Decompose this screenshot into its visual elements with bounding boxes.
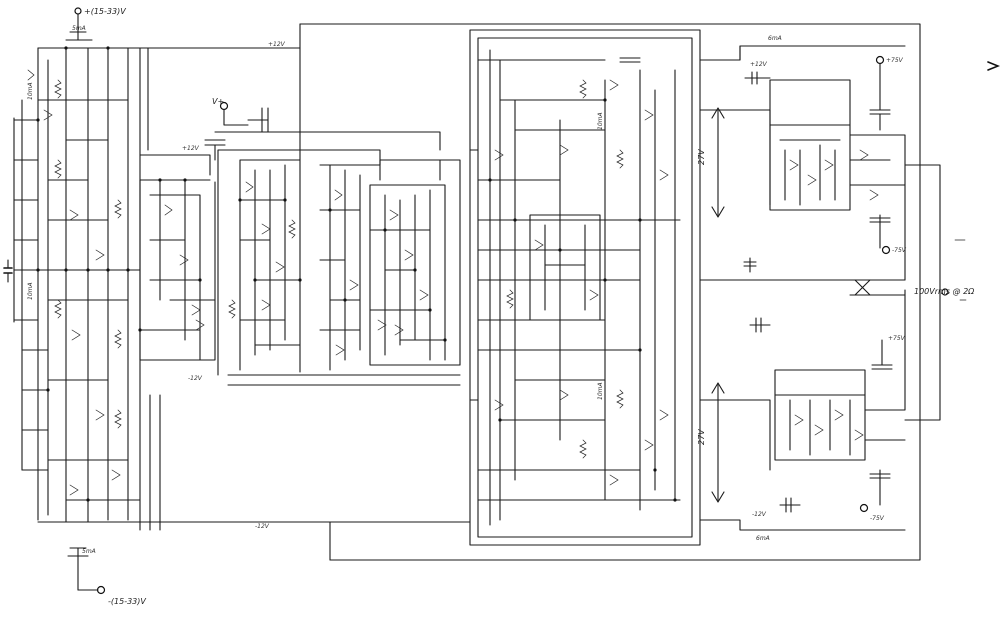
rail-pos-label: +12V (268, 41, 286, 48)
out-mid-v-label: +75V (888, 335, 906, 342)
span-top-label: 27V (697, 149, 706, 165)
output-label: 100Vrms @ 2Ω (914, 287, 975, 296)
driver-stage (469, 29, 701, 546)
rail-pos-out-label: +12V (750, 61, 768, 68)
input-stage-1 (138, 139, 226, 361)
supply-top-label: +(15-33)V (84, 7, 126, 16)
annotations: +(15-33)V -(15-33)V V+ 100Vrms @ 2Ω 5mA … (27, 7, 975, 606)
right-top-current-label: 6mA (768, 35, 782, 42)
input-stage-3 (299, 149, 381, 371)
out-low-v-label: -75V (892, 247, 907, 254)
scan-marks (954, 61, 1000, 301)
output-stage-bottom (749, 289, 906, 513)
bus-wires (147, 23, 921, 561)
driver-to-output-links (699, 45, 906, 531)
top-current-label: 5mA (72, 25, 86, 32)
left-ma-label-2: 10mA (27, 282, 34, 300)
rail-neg-label: -12V (255, 523, 270, 530)
rail-neg-out-label: -12V (752, 511, 767, 518)
rail-pos-top-label: +12V (182, 145, 200, 152)
out-bottom-v-label: -75V (870, 515, 885, 522)
input-terminal (219, 101, 269, 133)
input-label: V+ (212, 97, 224, 106)
output-stage-top (743, 55, 906, 281)
centre-ma-label-2: 10mA (597, 382, 604, 400)
rail-neg-bottom-label: -12V (188, 375, 203, 382)
out-top-v-label: +75V (886, 57, 904, 64)
output-node (849, 164, 949, 421)
bottom-current-label: 5mA (82, 548, 96, 555)
span-bottom-label: 27V (697, 429, 706, 445)
input-stage-2 (214, 131, 461, 386)
right-bottom-current-label: 6mA (756, 535, 770, 542)
centre-ma-label-1: 10mA (597, 112, 604, 130)
supply-bottom-label: -(15-33)V (108, 597, 146, 606)
input-stage-4 (369, 159, 461, 366)
left-ma-label-1: 10mA (27, 82, 34, 100)
